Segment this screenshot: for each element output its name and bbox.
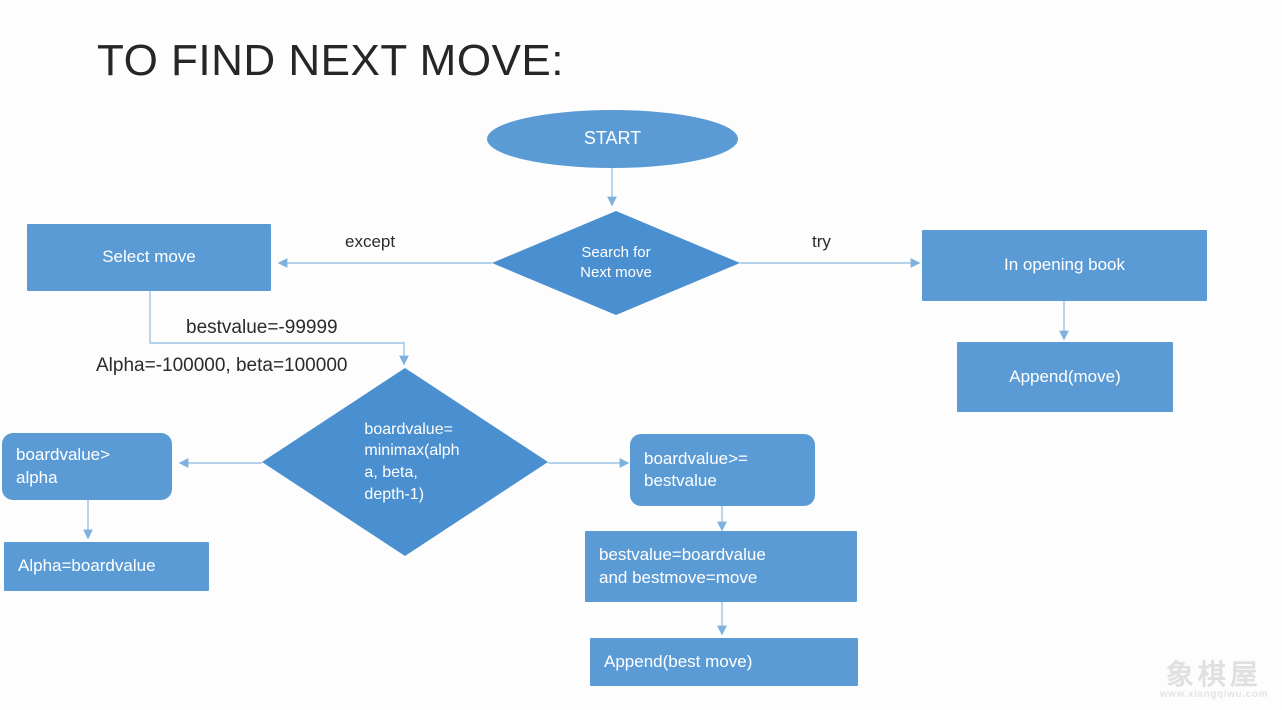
node-append-move[interactable]: Append(move) <box>957 342 1173 412</box>
node-alpha-assign[interactable]: Alpha=boardvalue <box>4 542 209 591</box>
edge-label-bestvalue-init: bestvalue=-99999 <box>186 317 338 338</box>
node-boardvalue-gt-alpha-label: boardvalue> alpha <box>16 445 111 487</box>
node-minimax-label: boardvalue= minimax(alph a, beta, depth-… <box>364 420 460 503</box>
page-title: TO FIND NEXT MOVE: <box>97 36 564 85</box>
node-append-best-move[interactable]: Append(best move) <box>590 638 858 686</box>
node-alpha-assign-label: Alpha=boardvalue <box>18 556 156 576</box>
node-in-opening-book-label: In opening book <box>1004 255 1125 275</box>
edge-label-try: try <box>812 232 831 251</box>
edge-label-except: except <box>345 232 396 251</box>
node-append-move-label: Append(move) <box>1009 366 1121 386</box>
node-minimax[interactable]: boardvalue= minimax(alph a, beta, depth-… <box>262 368 548 556</box>
node-in-opening-book[interactable]: In opening book <box>922 230 1207 301</box>
node-boardvalue-gte-bestvalue-label: boardvalue>= bestvalue <box>644 448 748 490</box>
node-bestvalue-assign-label: bestvalue=boardvalue and bestmove=move <box>599 545 766 587</box>
watermark: 象棋屋 www.xiangqiwu.com <box>1159 658 1268 700</box>
node-select-move[interactable]: Select move <box>27 224 271 291</box>
node-select-move-label: Select move <box>102 247 196 267</box>
node-start[interactable]: START <box>487 110 738 168</box>
watermark-brand: 象棋屋 <box>1165 658 1262 690</box>
watermark-url: www.xiangqiwu.com <box>1159 689 1268 700</box>
node-append-best-move-label: Append(best move) <box>604 651 753 671</box>
node-search-next-move-label: Search for Next move <box>580 243 652 281</box>
node-boardvalue-gte-bestvalue[interactable]: boardvalue>= bestvalue <box>630 434 815 506</box>
edge-label-alpha-beta-init: Alpha=-100000, beta=100000 <box>96 355 348 376</box>
node-search-next-move[interactable]: Search for Next move <box>492 211 740 315</box>
node-bestvalue-assign[interactable]: bestvalue=boardvalue and bestmove=move <box>585 531 857 602</box>
node-start-label: START <box>583 128 642 149</box>
node-boardvalue-gt-alpha[interactable]: boardvalue> alpha <box>2 433 172 500</box>
